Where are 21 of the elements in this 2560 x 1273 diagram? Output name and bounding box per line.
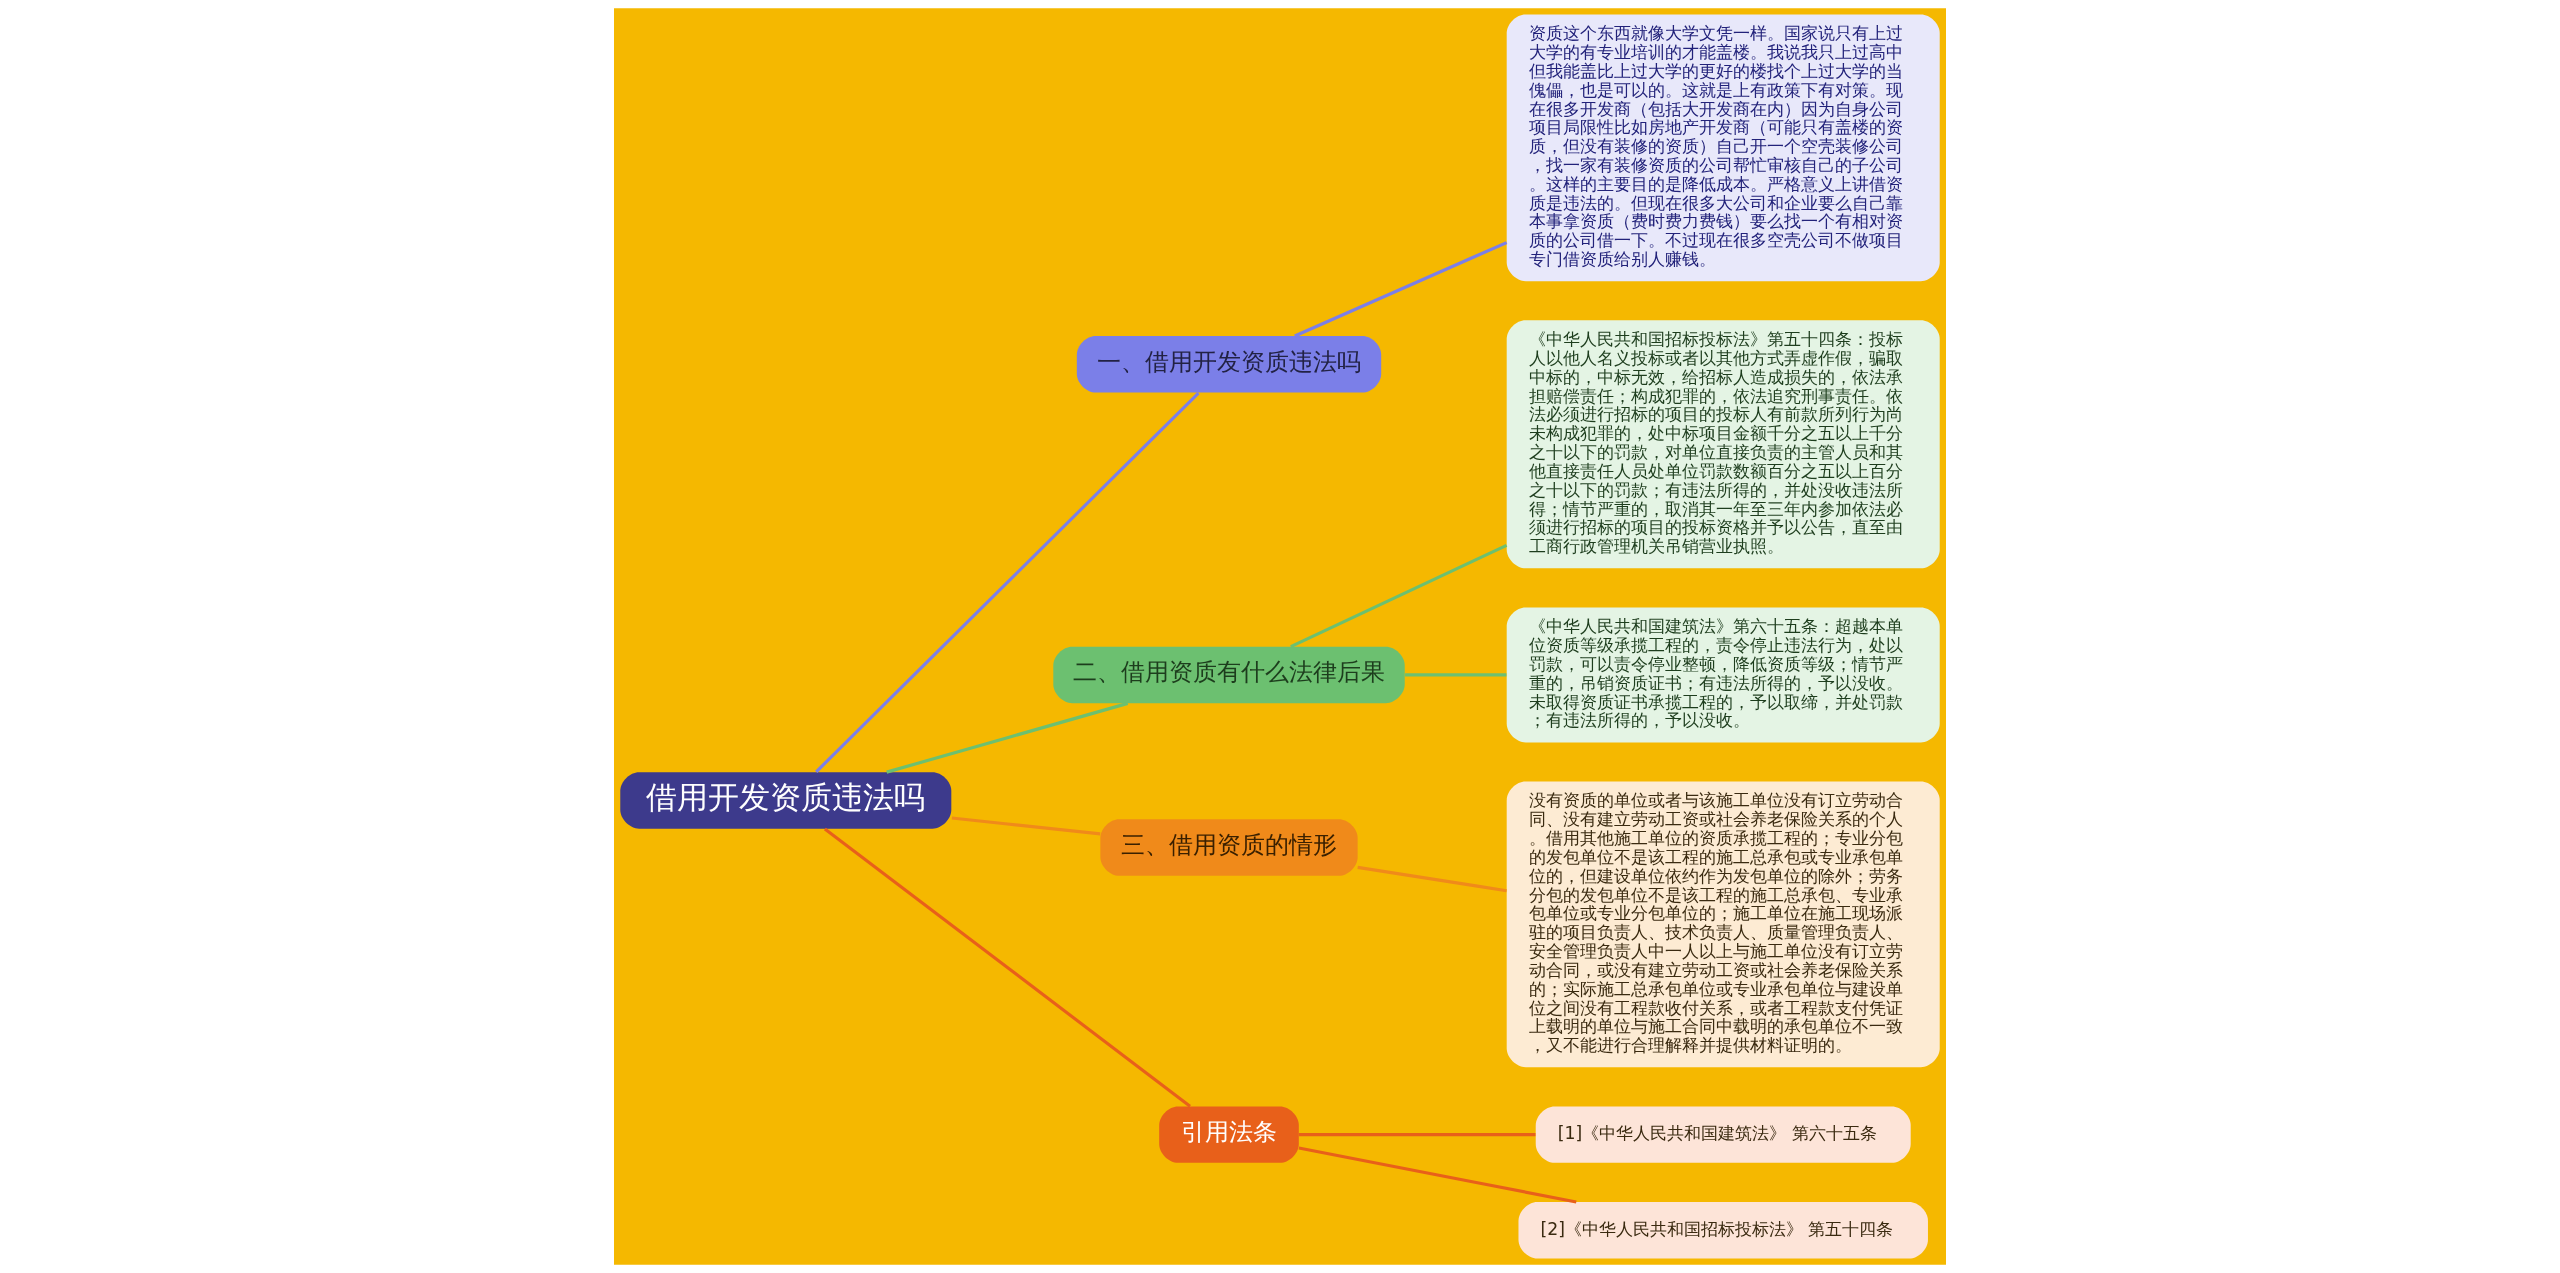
node-box: 《中华人民共和国建筑法》第六十五条：超越本单位资质等级承揽工程的，责令停止违法行为，处以罚款，可以责令停业整顿，降低资质等级；情节严重的，吊销资质证书；有违法所得的，予以没收。未取得资质证书承揽工程的，予以取缔，并处罚款；有违法所得的，予以没收。	[1506, 607, 1940, 743]
node-box: 一、借用开发资质违法吗	[1076, 336, 1382, 393]
node-box: 借用开发资质违法吗	[620, 772, 952, 829]
node-box: 二、借用资质有什么法律后果	[1053, 646, 1405, 704]
connector	[815, 391, 1200, 773]
node-box: 资质这个东西就像大学文凭一样。国家说只有上过大学的有专业培训的才能盖楼。我说我只上过高中但我能盖比上过大学的更好的楼找个上过大学的当傀儡，也是可以的。这就是上有政策下有对策。现在很多开发商（包括大开发商在内）因为自身公司项目局限性比如房地产开发商（可能只有盖楼的资质，但没有装修的资质）自己开一个空壳装修公司，找一家有装修资质的公司帮忙审核自己的子公司。这样的主要目的是降低成本。严格意义上讲借资质是违法的。但现在很多大公司和企业要么自己靠本事拿资质（费时费力费钱）要么找一个有相对资质的公司借一下。不过现在很多空壳公司不做项目专门借资质给别人赚钱。	[1506, 14, 1940, 282]
connector	[1298, 1133, 1536, 1137]
node-box: 三、借用资质的情形	[1100, 819, 1358, 876]
connector	[1405, 673, 1507, 677]
node-box: [2]《中华人民共和国招标投标法》 第五十四条	[1518, 1202, 1928, 1259]
connector	[1290, 543, 1508, 649]
connector	[823, 827, 1191, 1108]
connector	[951, 816, 1101, 836]
node-box: [1]《中华人民共和国建筑法》 第六十五条	[1535, 1106, 1911, 1163]
node-box: 《中华人民共和国招标投标法》第五十四条：投标人以他人名义投标或者以其他方式弄虚作假，骗取中标的，中标无效，给招标人造成损失的，依法承担赔偿责任；构成犯罪的，依法追究刑事责任。依法必须进行招标的项目的投标人有前款所列行为尚未构成犯罪的，处中标项目金额千分之五以上千分之十以下的罚款，对单位直接负责的主管人员和其他直接责任人员处单位罚款数额百分之五以上百分之十以下的罚款；有违法所得的，并处没收违法所得；情节严重的，取消其一年至三年内参加依法必须进行招标的项目的投标资格并予以公告，直至由工商行政管理机关吊销营业执照。	[1506, 320, 1940, 569]
node-box: 引用法条	[1159, 1106, 1299, 1163]
connector	[886, 701, 1129, 774]
connector	[1357, 865, 1507, 893]
connector	[1294, 241, 1508, 338]
connector	[1298, 1146, 1577, 1204]
node-box: 没有资质的单位或者与该施工单位没有订立劳动合同、没有建立劳动工资或社会养老保险关系的个人。借用其他施工单位的资质承揽工程的；专业分包的发包单位不是该工程的施工总承包或专业承包单位的，但建设单位依约作为发包单位的除外；劳务分包的发包单位不是该工程的施工总承包、专业承包单位或专业分包单位的；施工单位在施工现场派驻的项目负责人、技术负责人、质量管理负责人、安全管理负责人中一人以上与施工单位没有订立劳动合同，或没有建立劳动工资或社会养老保险关系的；实际施工总承包单位或专业承包单位与建设单位之间没有工程款收付关系，或者工程款支付凭证上载明的单位与施工合同中载明的承包单位不一致，又不能进行合理解释并提供材料证明的。	[1506, 781, 1940, 1068]
